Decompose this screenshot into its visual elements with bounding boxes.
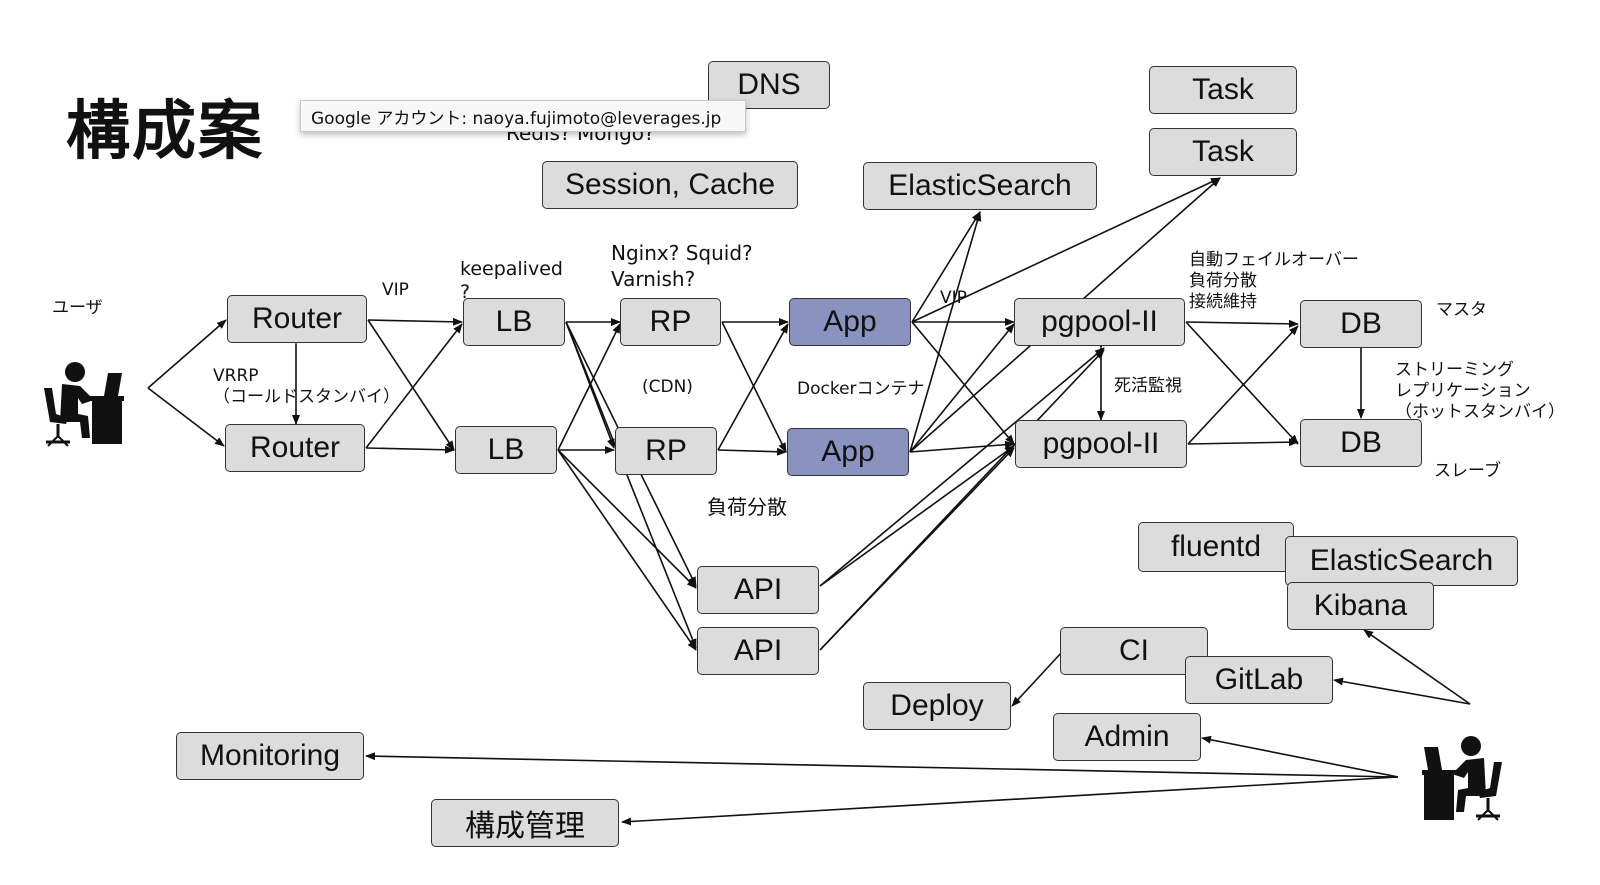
task-box-2: Task [1149,128,1297,176]
db-box-slave: DB [1300,419,1422,467]
load-balance-label: 負荷分散 [707,495,787,519]
router-box-2: Router [225,424,365,472]
api-box-1: API [697,566,819,614]
rp-box-2: RP [615,427,717,475]
user-label: ユーザ [52,298,103,318]
docker-label: Dockerコンテナ [797,379,925,399]
lb-box-2: LB [455,426,557,474]
dns-box: DNS [708,61,830,109]
gitlab-box: GitLab [1185,656,1333,704]
pgpool-box-2: pgpool-II [1015,420,1187,468]
slave-label: スレーブ [1434,461,1501,481]
ci-box: CI [1060,627,1208,675]
cdn-label: (CDN) [642,377,693,397]
monitoring-box: Monitoring [176,732,364,780]
fluentd-box: fluentd [1138,522,1294,572]
db-box-master: DB [1300,300,1422,348]
rp-candidates-label: Nginx? Squid? Varnish? [611,241,753,291]
vip-label-1: VIP [382,280,409,300]
vrrp-label: VRRP （コールドスタンバイ） [213,366,400,407]
replication-label: ストリーミング レプリケーション （ホットスタンバイ） [1395,360,1565,422]
session-cache-box: Session, Cache [542,161,798,209]
slide-title: 構成案 [66,95,264,169]
elasticsearch-box: ElasticSearch [863,162,1097,210]
kibana-box: Kibana [1287,582,1434,630]
app-box-1: App [789,298,911,346]
admin-at-desk-icon [1422,736,1502,821]
deploy-box: Deploy [863,682,1011,730]
vip-label-2: VIP [940,288,967,308]
api-box-2: API [697,627,819,675]
master-label: マスタ [1436,300,1487,320]
router-box-1: Router [227,295,367,343]
keepalived-label: keepalived ? [460,258,563,303]
config-mgmt-box: 構成管理 [431,799,619,847]
app-box-2: App [787,428,909,476]
rp-box-1: RP [620,298,721,346]
pgpool-features-label: 自動フェイルオーバー 負荷分散 接続維持 [1189,250,1359,312]
user-at-desk-icon [44,362,124,447]
account-tooltip: Google アカウント: naoya.fujimoto@leverages.j… [300,100,746,132]
task-box-1: Task [1149,66,1297,114]
admin-box: Admin [1053,713,1201,761]
elasticsearch-log-box: ElasticSearch [1285,536,1518,586]
health-check-label: 死活監視 [1114,376,1182,396]
pgpool-box-1: pgpool-II [1014,298,1185,346]
lb-box-1: LB [463,298,565,346]
